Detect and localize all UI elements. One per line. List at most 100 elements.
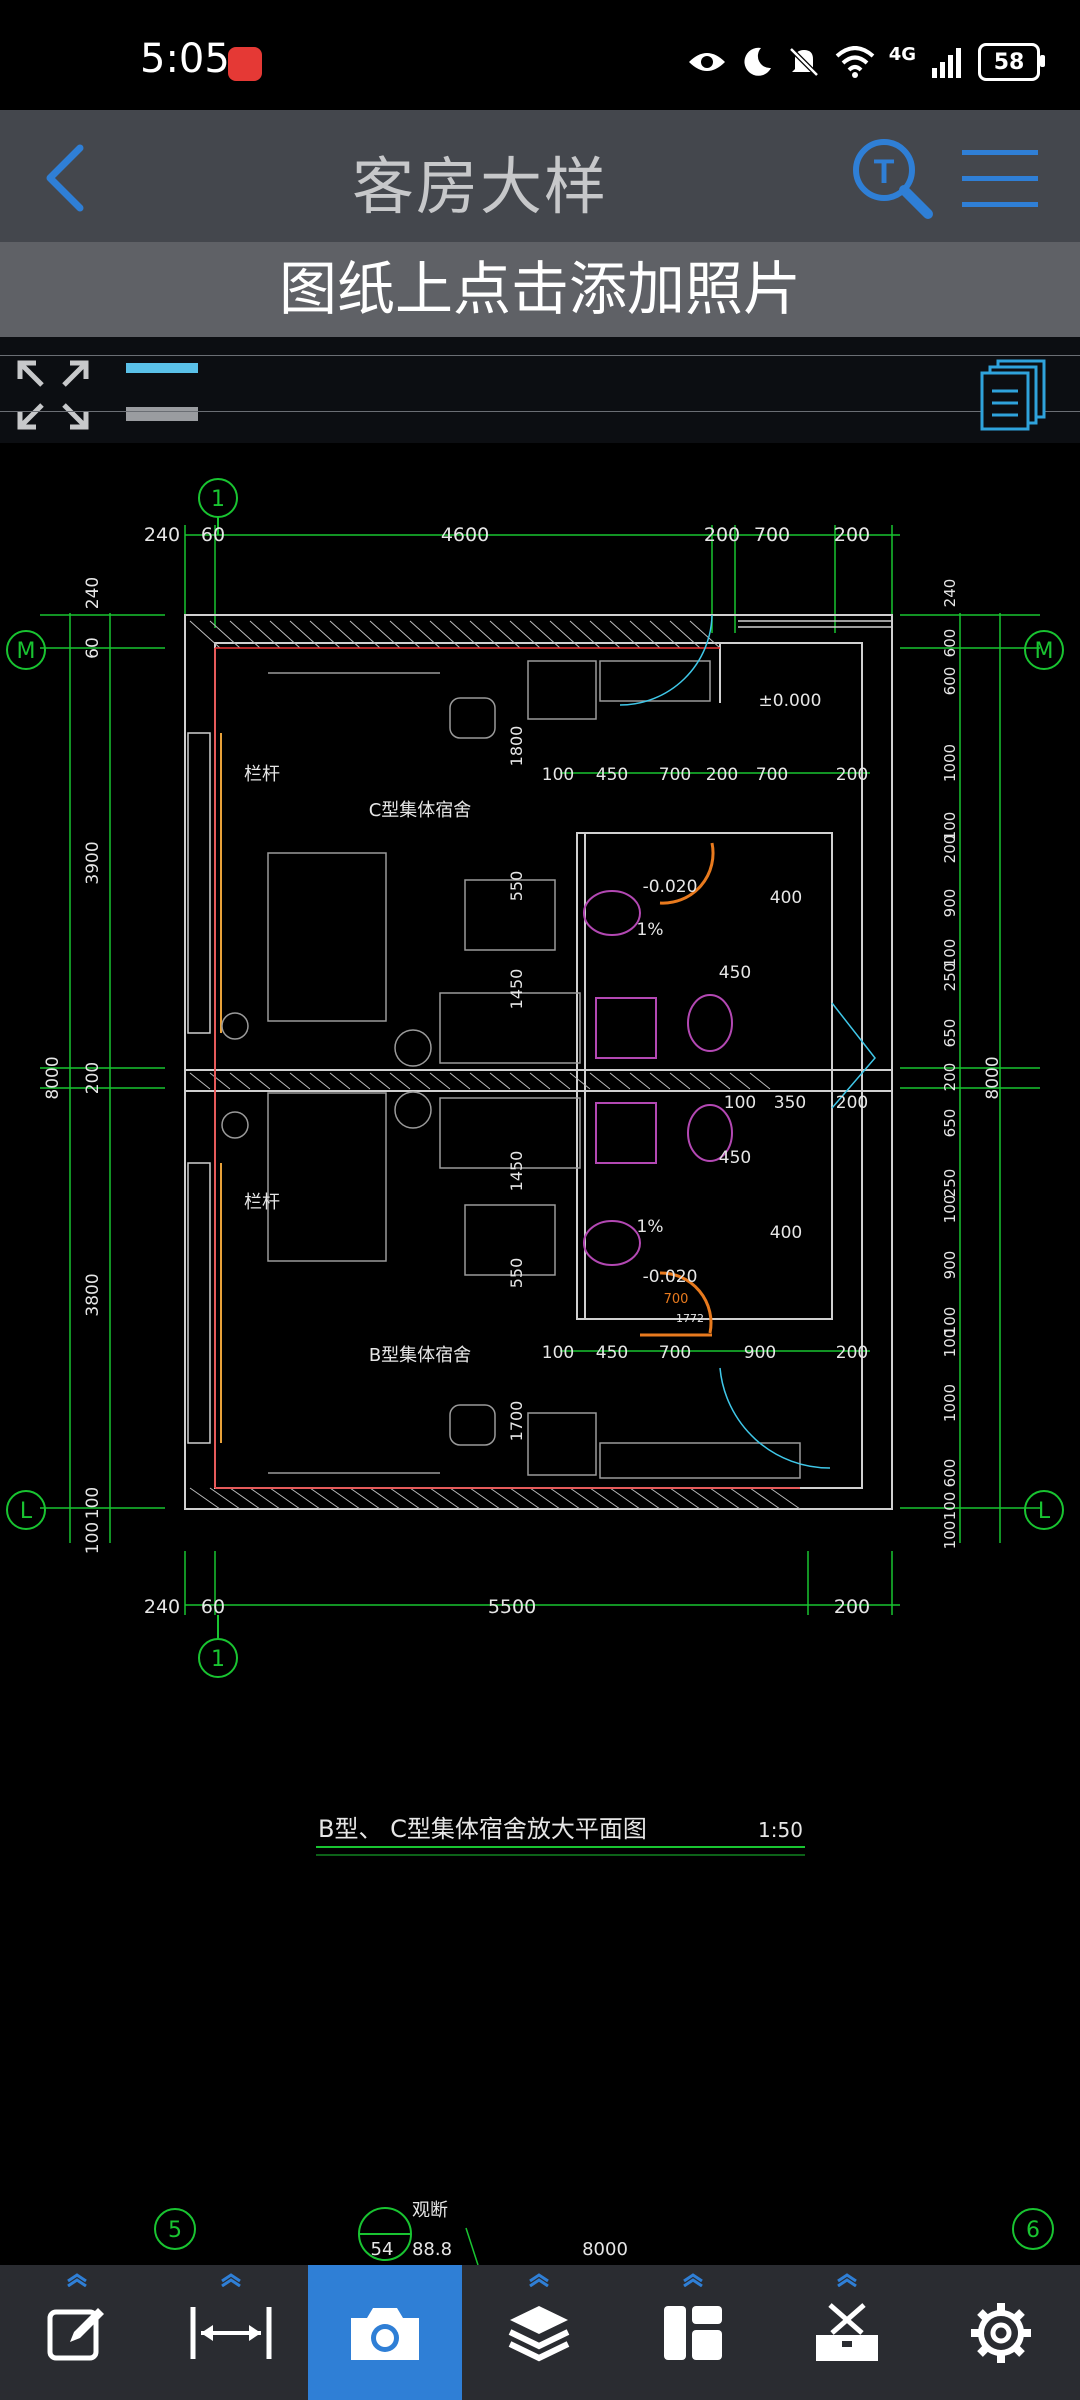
dim-550-bottom: 550 <box>507 1258 526 1289</box>
layout-icon <box>664 2305 722 2360</box>
eye-icon <box>688 53 725 71</box>
dim-right-20: 100 <box>941 1492 959 1521</box>
layers-icon <box>508 2305 570 2361</box>
dim-left-60: 60 <box>83 637 103 659</box>
add-photo-hint: 图纸上点击添加照片 <box>0 242 1080 337</box>
room-c-label: C型集体宿舍 <box>369 800 472 821</box>
bottom-dimensions: 240 60 5500 200 <box>144 1596 870 1618</box>
dim-right-12: 650 <box>941 1109 959 1138</box>
camera-button[interactable] <box>308 2265 462 2400</box>
dim-550-top: 550 <box>507 871 526 902</box>
room-b-label: B型集体宿舍 <box>369 1345 471 1366</box>
axis-label-6: 6 <box>1026 2218 1040 2243</box>
dim-right-15: 900 <box>941 1251 959 1280</box>
dim-left-240: 240 <box>83 577 103 609</box>
caret-up-icon <box>683 2273 703 2287</box>
text-search-icon[interactable]: T <box>848 134 938 224</box>
section-num: 54 <box>371 2239 394 2260</box>
document-list-icon[interactable] <box>980 359 1050 431</box>
axis-label-m: M <box>17 639 36 664</box>
wifi-icon <box>835 46 875 78</box>
status-bar: 5:05 4G 58 <box>0 0 1080 110</box>
status-time: 5:05 <box>140 36 230 82</box>
measure-button[interactable] <box>154 2265 308 2400</box>
toolbar-divider <box>0 411 1080 412</box>
battery-icon: 58 <box>978 43 1045 81</box>
dim-mid-top-6: 200 <box>836 765 868 785</box>
dim-mid-bottom-5: 200 <box>836 1343 868 1363</box>
tools-button[interactable] <box>770 2265 924 2400</box>
dim-mid-bottom-1: 100 <box>542 1343 574 1363</box>
level-zero: ±0.000 <box>759 691 822 711</box>
layer-bar-blue[interactable] <box>126 363 198 373</box>
status-icons: 4G 58 <box>687 40 1045 84</box>
dim-right-13: 250 <box>941 1169 959 1198</box>
left-dimensions: 240 60 3900 200 3800 100 100 8000 8000 <box>43 577 1003 1554</box>
caption-text: B型、 C型集体宿舍放大平面图 <box>318 1815 647 1843</box>
dim-top-700: 700 <box>754 524 790 546</box>
caret-up-icon <box>837 2273 857 2287</box>
top-dimensions: 240 60 4600 200 700 200 <box>144 524 870 546</box>
lower-section: 观断 54 88.8 8000 <box>371 2200 628 2265</box>
edit-button[interactable] <box>0 2265 154 2400</box>
layers-button[interactable] <box>462 2265 616 2400</box>
slope-top: 1% <box>637 920 664 940</box>
dim-right-11: 200 <box>941 1063 959 1092</box>
section-val: 88.8 <box>412 2239 452 2260</box>
page-title: 客房大样 <box>351 150 608 223</box>
axis-label-m: M <box>1035 639 1054 664</box>
dim-100: 100 <box>724 1093 756 1113</box>
dim-right-19: 600 <box>941 1459 959 1488</box>
dim-left-100: 100 <box>83 1487 103 1519</box>
mute-bell-icon <box>788 47 819 77</box>
level-neg-top: -0.020 <box>643 877 698 897</box>
signal-icon <box>932 48 961 78</box>
header-bar: 客房大样 T <box>0 110 1080 242</box>
fullscreen-icon[interactable] <box>16 359 90 431</box>
dim-left-total: 8000 <box>43 1056 63 1099</box>
measure-icon <box>190 2306 272 2359</box>
dim-top-4600: 4600 <box>441 524 489 546</box>
back-icon[interactable] <box>28 138 108 218</box>
menu-icon[interactable] <box>958 140 1044 216</box>
red-lines <box>214 647 800 1489</box>
right-dimensions: 240 600 600 1000 100 200 900 100 250 650… <box>941 579 959 1550</box>
dim-1450-top: 1450 <box>507 969 526 1010</box>
caret-up-icon <box>221 2273 241 2287</box>
cad-drawing-canvas[interactable]: 1 1 M M L L 5 6 240 60 4600 200 700 200 … <box>0 443 1080 2265</box>
dim-right-2: 600 <box>941 629 959 658</box>
dim-400-bottom: 400 <box>770 1223 802 1243</box>
dim-left-3800: 3800 <box>83 1273 103 1316</box>
dim-right-5: 100 <box>941 812 959 841</box>
dim-right-total: 8000 <box>983 1056 1003 1099</box>
dim-top-240: 240 <box>144 524 180 546</box>
axis-label-l: L <box>20 1499 33 1524</box>
battery-level: 58 <box>993 49 1025 75</box>
dim-mid-bottom-4: 900 <box>744 1343 776 1363</box>
railing-label-top: 栏杆 <box>244 764 280 785</box>
dim-1450-bottom: 1450 <box>507 1151 526 1192</box>
axis-label-5: 5 <box>168 2218 182 2243</box>
app-notification-icon <box>228 47 262 81</box>
furniture <box>221 660 801 1479</box>
section-label: 观断 <box>412 2200 448 2221</box>
dim-mid-top-1: 100 <box>542 765 574 785</box>
dim-left-200: 200 <box>83 1062 103 1094</box>
edit-icon <box>47 2307 104 2360</box>
layer-bar-gray[interactable] <box>126 407 198 421</box>
wall-hatch <box>189 620 801 1510</box>
dim-1700: 1700 <box>507 1401 526 1442</box>
vertical-interior-dims: 1800 550 1450 1450 550 1700 <box>507 726 526 1442</box>
dim-400-top: 400 <box>770 888 802 908</box>
room-labels: C型集体宿舍 B型集体宿舍 栏杆 栏杆 <box>244 764 471 1366</box>
interior-dimensions: 100 450 700 200 700 200 100 450 700 900 … <box>542 691 868 1363</box>
dim-top-200: 200 <box>704 524 740 546</box>
svg-text:T: T <box>874 153 895 191</box>
moon-icon <box>744 47 771 76</box>
settings-button[interactable] <box>924 2265 1078 2400</box>
dim-right-14: 100 <box>941 1195 959 1224</box>
bathroom-fixtures <box>583 890 733 1266</box>
dim-bottom-60: 60 <box>201 1596 225 1618</box>
dim-700-shower: 700 <box>664 1292 689 1307</box>
layout-button[interactable] <box>616 2265 770 2400</box>
